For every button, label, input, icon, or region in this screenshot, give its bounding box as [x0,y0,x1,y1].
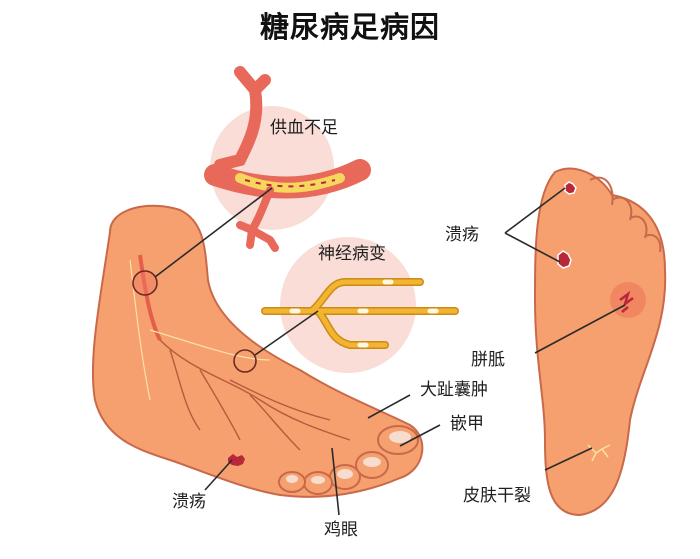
leader-lines [154,187,626,516]
label-ischemia: 供血不足 [270,118,338,138]
label-neuropathy: 神经病变 [318,244,386,264]
label-ingrown-nail: 嵌甲 [450,414,484,434]
label-ulcer-side: 溃疡 [172,492,206,512]
label-callus: 胼胝 [471,350,505,370]
label-bunion: 大趾囊肿 [420,380,488,400]
nerve-bubble [280,237,416,373]
nerve-inset [261,278,459,349]
diagram-title: 糖尿病足病因 [259,10,440,44]
label-ulcer-sole: 溃疡 [445,225,479,245]
label-dry-cracked-skin: 皮肤干裂 [463,486,531,506]
sole-view-foot [533,167,667,517]
label-corn: 鸡眼 [324,520,358,540]
vessel-bubble [210,106,334,230]
side-view-foot [91,204,424,498]
blood-vessel-inset [204,66,371,252]
